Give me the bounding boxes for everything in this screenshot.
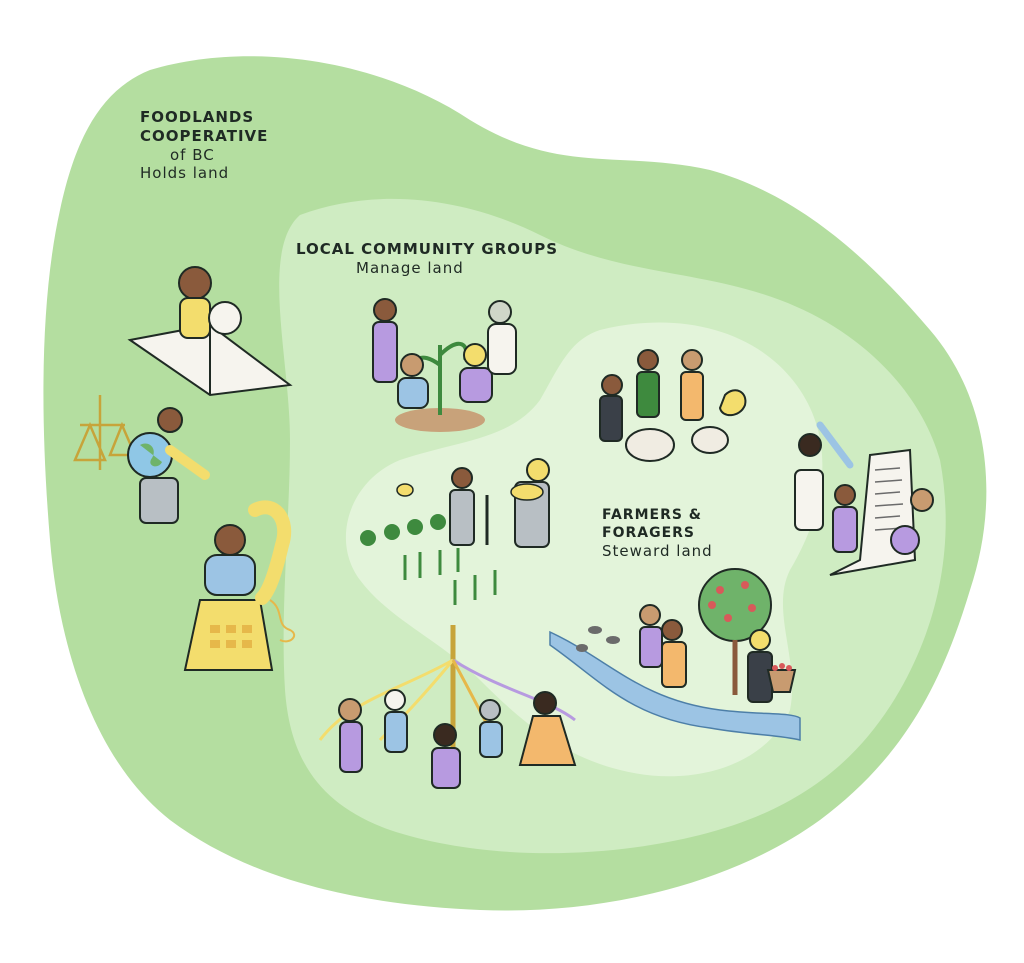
tree-planting-illustration bbox=[372, 298, 517, 432]
farmers-title-line1: FARMERS & bbox=[602, 507, 703, 523]
person-head bbox=[681, 349, 703, 371]
globe-icon bbox=[127, 432, 173, 478]
wheelchair-icon bbox=[890, 525, 920, 555]
justice-globe-illustration bbox=[73, 395, 210, 524]
book-reader-illustration bbox=[127, 266, 293, 397]
person-head bbox=[910, 488, 934, 512]
phone-handset-icon bbox=[248, 500, 292, 605]
community-groups-label: LOCAL COMMUNITY GROUPS Manage land bbox=[296, 240, 558, 278]
cooperative-label: FOODLANDS COOPERATIVE of BC Holds land bbox=[140, 108, 268, 183]
cooperative-title-line3: of BC bbox=[170, 145, 215, 164]
maypole-dance-illustration bbox=[318, 625, 577, 789]
livestock-illustration bbox=[599, 349, 747, 462]
community-groups-role: Manage land bbox=[356, 258, 464, 277]
community-groups-title: LOCAL COMMUNITY GROUPS bbox=[296, 240, 559, 258]
chicken-icon bbox=[718, 389, 747, 417]
person-head bbox=[488, 300, 512, 324]
person-head bbox=[463, 343, 487, 367]
cooperative-title-line1: FOODLANDS bbox=[140, 108, 255, 126]
person-head bbox=[749, 629, 771, 651]
person-head bbox=[178, 266, 212, 300]
petition-illustration bbox=[794, 421, 934, 576]
goat-icon bbox=[691, 426, 729, 454]
person-head bbox=[661, 619, 683, 641]
person-head bbox=[451, 467, 473, 489]
cooperative-title-line2: COOPERATIVE bbox=[140, 126, 269, 145]
telephone-illustration bbox=[183, 500, 296, 671]
mushroom-icon bbox=[576, 626, 620, 652]
person-body bbox=[204, 554, 256, 596]
bee-icon bbox=[396, 483, 414, 497]
person-head bbox=[533, 691, 557, 715]
farmers-title-line2: FORAGERS bbox=[602, 524, 695, 541]
person-head bbox=[834, 484, 856, 506]
person-head bbox=[157, 407, 183, 433]
person-head bbox=[338, 698, 362, 722]
person-head bbox=[639, 604, 661, 626]
person-head bbox=[373, 298, 397, 322]
person-legs bbox=[139, 477, 179, 524]
person-head bbox=[384, 689, 406, 711]
person-head bbox=[400, 353, 424, 377]
pen-icon bbox=[816, 421, 854, 469]
apple-basket-icon bbox=[766, 669, 797, 693]
person-head bbox=[526, 458, 550, 482]
person-head bbox=[433, 723, 457, 747]
magnifier-icon bbox=[208, 301, 242, 335]
person-head bbox=[798, 433, 822, 457]
foraging-river-illustration bbox=[549, 568, 801, 741]
cooperative-role: Holds land bbox=[140, 164, 230, 183]
vegetable-garden-illustration bbox=[360, 458, 550, 605]
crop-row bbox=[360, 514, 446, 546]
farmers-foragers-label: FARMERS & FORAGERS Steward land bbox=[602, 507, 713, 561]
person-head bbox=[637, 349, 659, 371]
person-head bbox=[479, 699, 501, 721]
basket-icon bbox=[510, 483, 544, 501]
scales-icon bbox=[73, 395, 137, 470]
sheep-icon bbox=[625, 428, 675, 462]
person-head bbox=[601, 374, 623, 396]
person-head bbox=[214, 524, 246, 556]
river-icon bbox=[549, 630, 801, 741]
farmers-role: Steward land bbox=[602, 542, 713, 560]
person-body bbox=[179, 297, 211, 339]
telephone-icon bbox=[183, 599, 274, 671]
